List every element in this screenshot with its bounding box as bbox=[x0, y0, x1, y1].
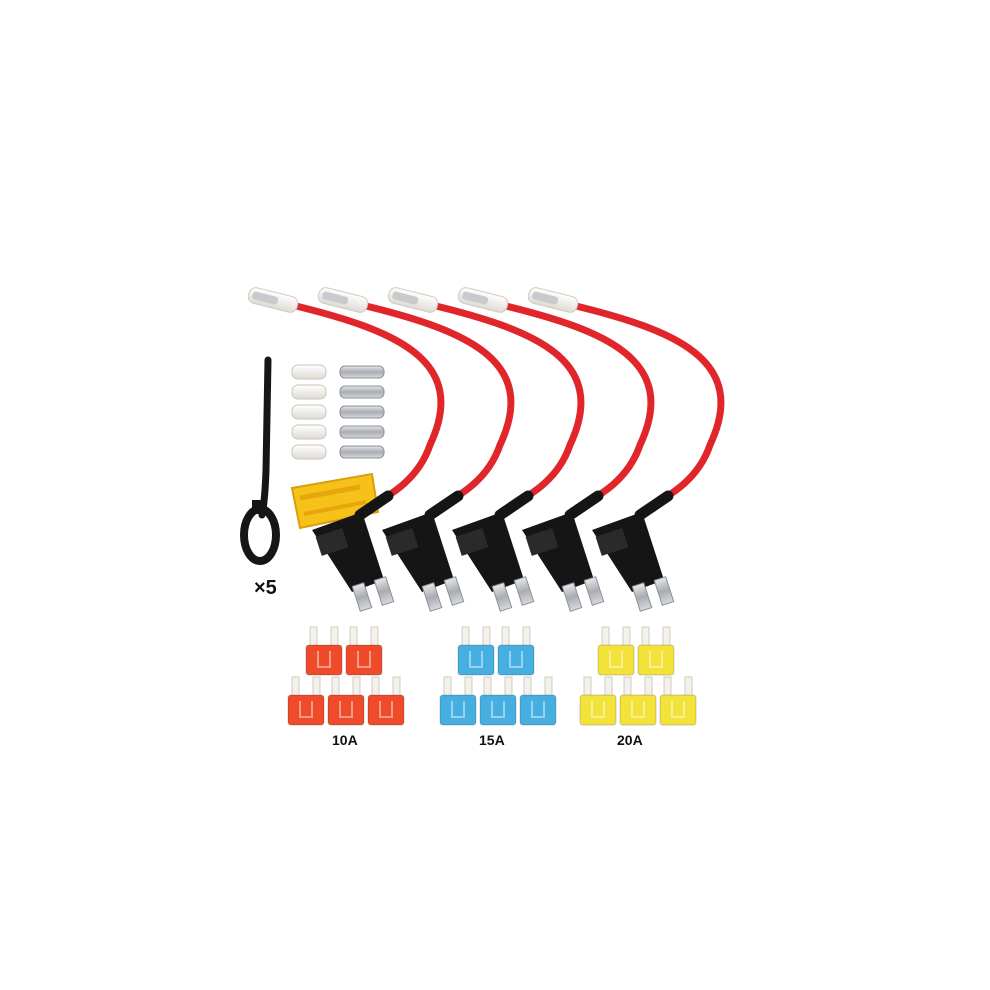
mini-fuse bbox=[659, 676, 697, 726]
mini-fuse bbox=[457, 626, 495, 676]
mini-fuse bbox=[367, 676, 405, 726]
fuse-tap bbox=[527, 287, 725, 612]
fuse-tap bbox=[387, 287, 585, 612]
cable-tie bbox=[240, 356, 280, 565]
mini-fuse bbox=[439, 676, 477, 726]
fuse-rating-15a: 15A bbox=[479, 732, 505, 748]
mini-fuse bbox=[619, 676, 657, 726]
mini-fuse bbox=[579, 676, 617, 726]
mini-fuse bbox=[287, 676, 325, 726]
fuse-rating-10a: 10A bbox=[332, 732, 358, 748]
mini-fuse-set bbox=[287, 626, 697, 726]
fuse-rating-20a: 20A bbox=[617, 732, 643, 748]
mini-fuse bbox=[305, 626, 343, 676]
mini-fuse bbox=[637, 626, 675, 676]
connector-sleeves bbox=[291, 364, 327, 460]
mini-fuse bbox=[345, 626, 383, 676]
mini-fuse bbox=[519, 676, 557, 726]
quantity-label: ×5 bbox=[254, 577, 277, 599]
mini-fuse bbox=[327, 676, 365, 726]
fuse-tap bbox=[457, 287, 655, 612]
mini-fuse bbox=[597, 626, 635, 676]
mini-fuse bbox=[479, 676, 517, 726]
fuse-tap bbox=[317, 287, 515, 612]
mini-fuse bbox=[497, 626, 535, 676]
bullet-terminals bbox=[339, 365, 385, 459]
fuse-tap-set bbox=[247, 287, 725, 612]
fuse-tap bbox=[247, 287, 445, 612]
